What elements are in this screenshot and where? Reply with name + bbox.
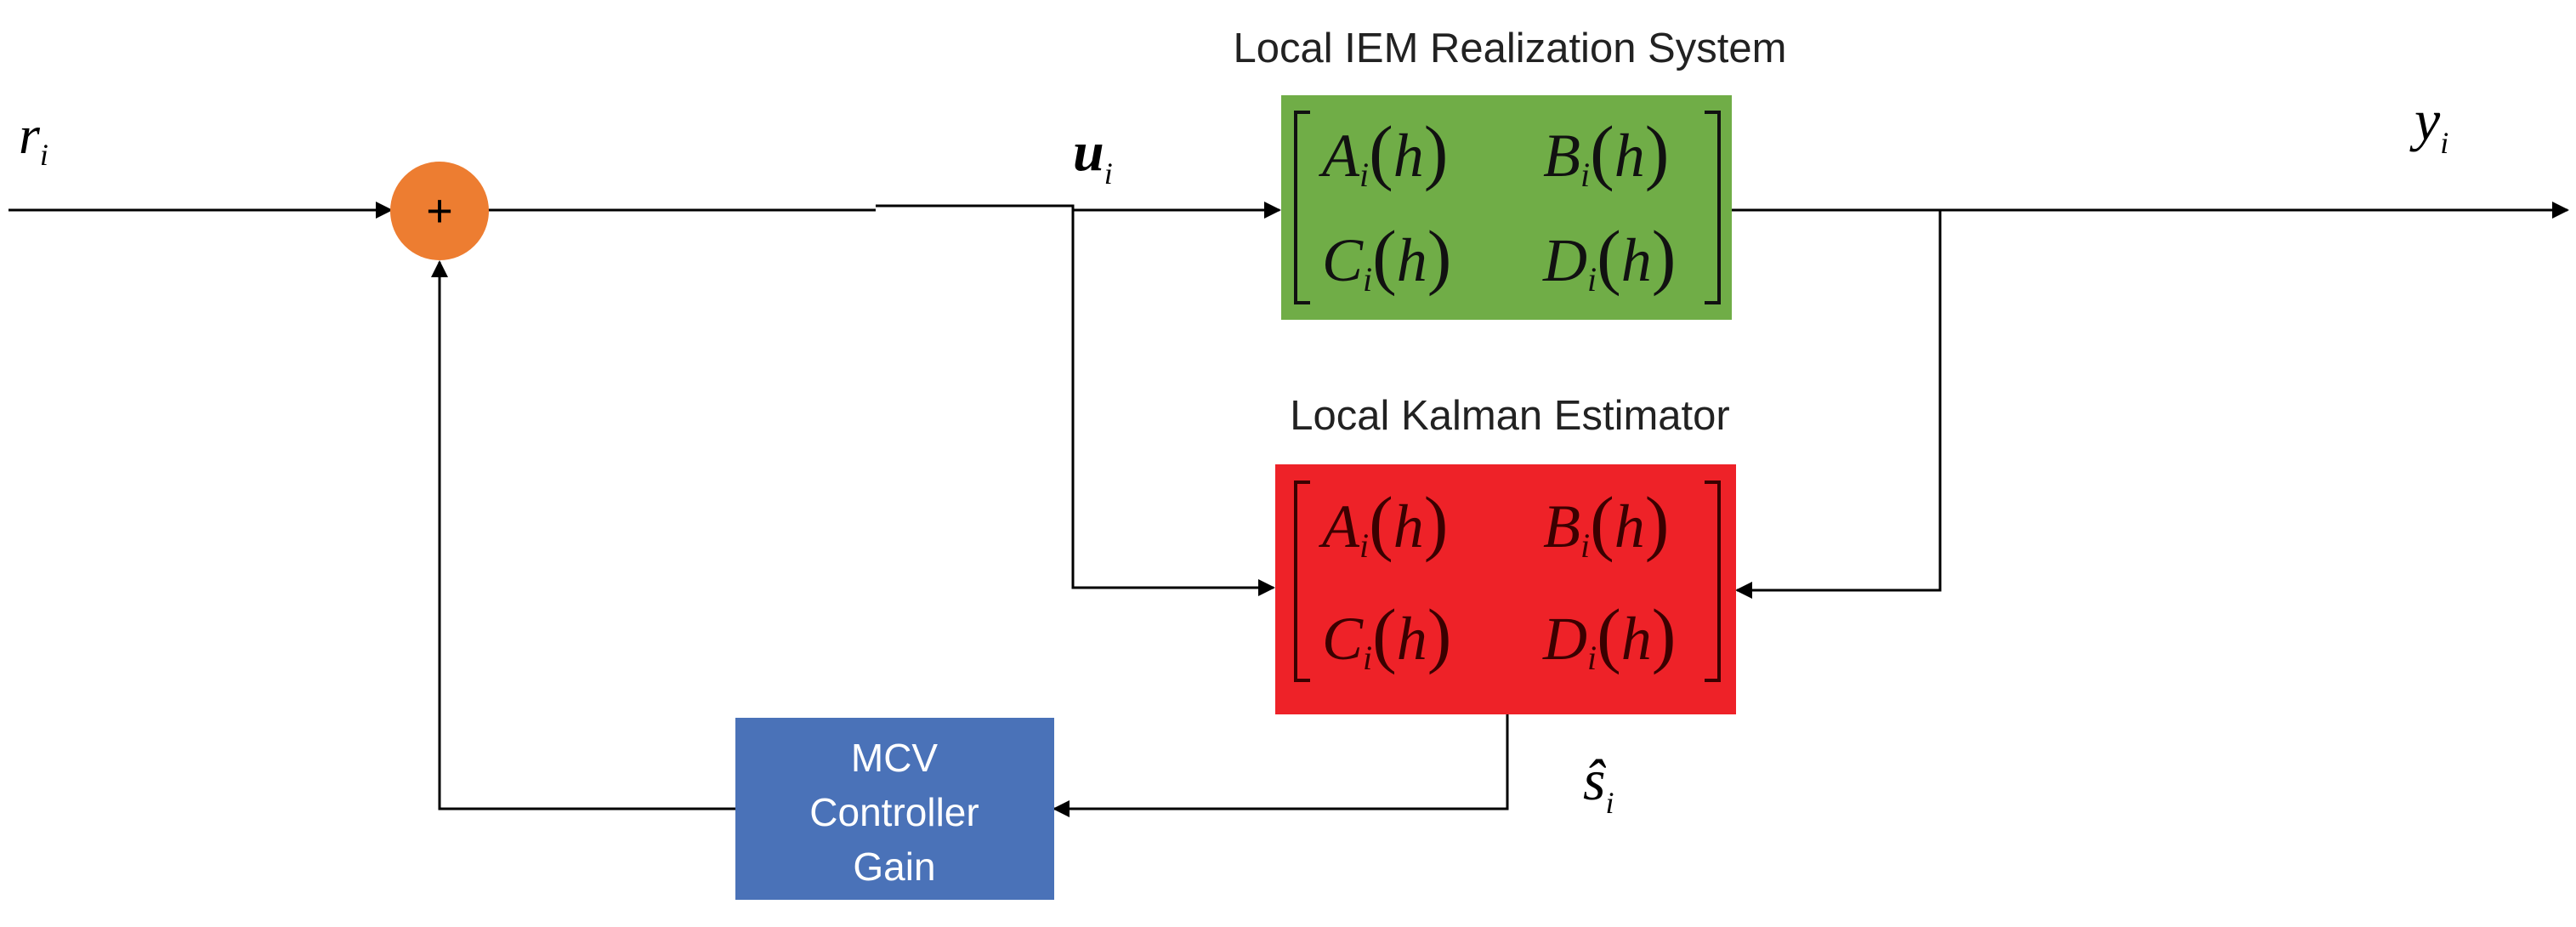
plant-title: Local IEM Realization System [1234,26,1787,71]
wire-controller-to-summer [431,260,735,810]
svg-text:Ai(h): Ai(h) [1319,111,1448,194]
estimator-title: Local Kalman Estimator [1290,393,1729,439]
svg-text:Bi(h): Bi(h) [1543,481,1669,565]
summing-junction: + [390,162,489,260]
wire-u-to-estimator [1071,206,1275,596]
estimator-left-bracket [1294,481,1310,682]
estimator-block: Ai(h) Bi(h) Ci(h) Di(h) [1275,464,1736,714]
wire-s-to-controller [1053,714,1509,817]
svg-text:Di(h): Di(h) [1542,594,1676,677]
svg-text:Bi(h): Bi(h) [1543,111,1669,194]
signal-label-u: ui [1073,121,1113,191]
signal-label-r: ri [19,105,48,172]
wire-u-to-plant [876,202,1281,219]
controller-label-line-2: Controller [809,790,979,834]
estimator-matrix: Ai(h) Bi(h) Ci(h) Di(h) [1319,481,1676,677]
signal-label-s-hat: ŝi [1583,748,1614,820]
svg-text:Ci(h): Ci(h) [1322,594,1451,677]
plant-matrix: Ai(h) Bi(h) Ci(h) Di(h) [1319,111,1676,299]
summer-plus-sign: + [426,185,453,236]
controller-label-line-3: Gain [853,845,935,889]
plant-block: Ai(h) Bi(h) Ci(h) Di(h) [1281,95,1732,320]
controller-block: MCV Controller Gain [735,718,1054,900]
plant-left-bracket [1294,111,1310,304]
wire-y-feedback [1735,210,1942,599]
svg-text:Ai(h): Ai(h) [1319,481,1448,565]
estimator-right-bracket [1705,481,1721,682]
controller-label-line-1: MCV [851,736,939,780]
svg-text:Di(h): Di(h) [1542,215,1676,299]
signal-label-y: yi [2409,88,2448,160]
plant-right-bracket [1705,111,1721,304]
svg-text:Ci(h): Ci(h) [1322,215,1451,299]
